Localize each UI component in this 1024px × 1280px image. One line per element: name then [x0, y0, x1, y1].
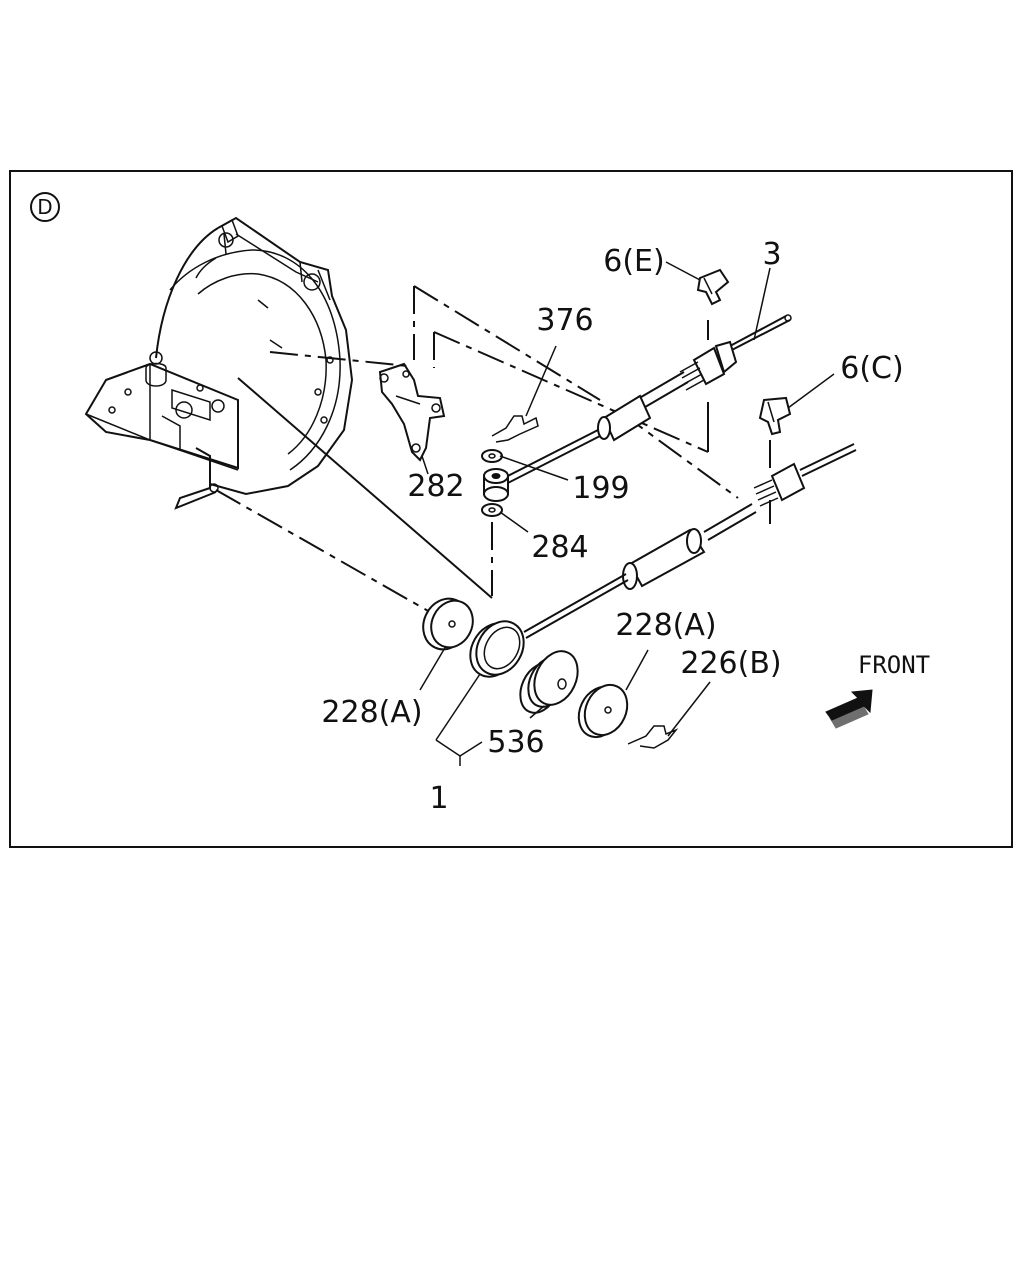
guide-lines	[237, 377, 709, 599]
section-letter: D	[37, 195, 52, 219]
ring	[469, 620, 525, 678]
section-marker: D	[30, 192, 60, 222]
callout-228a-right: 228(A)	[615, 608, 716, 643]
callout-199: 199	[572, 471, 629, 506]
callout-536: 536	[487, 725, 544, 760]
callout-3: 3	[762, 237, 781, 272]
front-arrow-icon	[825, 689, 873, 729]
cap-228a-left	[422, 597, 474, 651]
assembly-lines	[215, 285, 771, 613]
callout-226b: 226(B)	[680, 646, 781, 681]
callout-6c: 6(C)	[840, 351, 903, 386]
leader-lines	[419, 261, 835, 766]
clip-6c	[758, 396, 792, 436]
grommet-536	[519, 650, 579, 714]
clip-376	[491, 415, 539, 443]
callout-6e: 6(E)	[603, 244, 664, 279]
bushing	[483, 468, 509, 502]
clip-6e	[696, 268, 730, 306]
callout-376: 376	[536, 303, 593, 338]
callout-284: 284	[531, 530, 588, 565]
callout-228a-left: 228(A)	[321, 695, 422, 730]
clutch-housing	[84, 216, 354, 510]
lower-cable	[523, 443, 857, 639]
cap-228a-right	[577, 683, 629, 739]
washer-284	[481, 503, 503, 517]
washer-199	[481, 449, 503, 463]
callout-282: 282	[407, 469, 464, 504]
front-label: FRONT	[858, 651, 930, 679]
callout-1: 1	[429, 781, 448, 816]
clip-226b	[627, 725, 679, 749]
upper-cable	[499, 314, 792, 487]
bracket-282	[378, 362, 446, 462]
